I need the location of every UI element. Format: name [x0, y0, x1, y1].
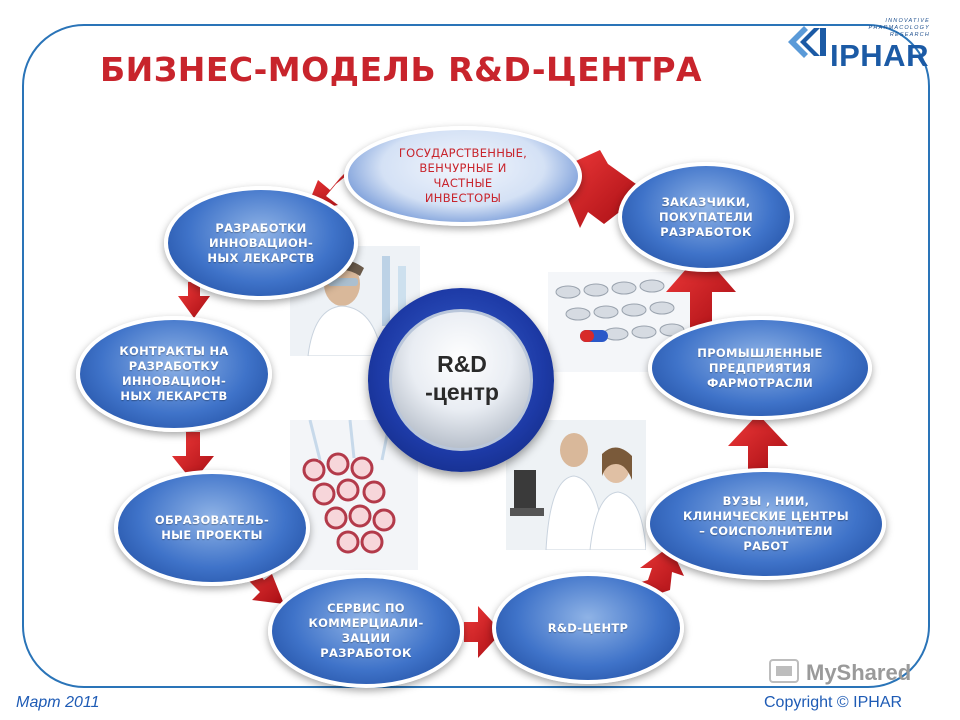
- hub-inner-disc: [389, 309, 533, 451]
- node-rd-center: R&D-ЦЕНТР: [492, 572, 684, 684]
- node-education-label: ОБРАЗОВАТЕЛЬ- НЫЕ ПРОЕКТЫ: [154, 513, 270, 542]
- iphar-logo-mark-icon: [788, 26, 826, 58]
- arrow-universities-to-pharma: [728, 414, 788, 470]
- node-pharma: ПРОМЫШЛЕННЫЕ ПРЕДПРИЯТИЯ ФАРМОТРАСЛИ: [648, 316, 872, 420]
- node-commercialization-label: СЕРВИС ПО КОММЕРЦИАЛИ- ЗАЦИИ РАЗРАБОТОК: [308, 601, 424, 660]
- node-education: ОБРАЗОВАТЕЛЬ- НЫЕ ПРОЕКТЫ: [114, 470, 310, 586]
- footer-date: Март 2011: [16, 694, 100, 711]
- logo-tagline: INNOVATIVE PHARMACOLOGY RESEARCH: [868, 18, 930, 38]
- node-commercialization: СЕРВИС ПО КОММЕРЦИАЛИ- ЗАЦИИ РАЗРАБОТОК: [268, 574, 464, 688]
- slide-title: БИЗНЕС-МОДЕЛЬ R&D-ЦЕНТРА: [100, 50, 703, 89]
- watermark-text: MyShared: [806, 660, 912, 685]
- node-universities: ВУЗЫ , НИИ, КЛИНИЧЕСКИЕ ЦЕНТРЫ – СОИСПОЛ…: [646, 468, 886, 580]
- arrow-contracts-to-education: [172, 432, 214, 482]
- node-rd-center-label: R&D-ЦЕНТР: [547, 620, 629, 635]
- hub-label: R&D -центр: [425, 351, 499, 405]
- node-contracts: КОНТРАКТЫ НА РАЗРАБОТКУ ИННОВАЦИОН- НЫХ …: [76, 316, 272, 432]
- node-customers: ЗАКАЗЧИКИ, ПОКУПАТЕЛИ РАЗРАБОТОК: [618, 162, 794, 272]
- arrow-development-to-contracts: [178, 282, 210, 318]
- node-investors: ГОСУДАРСТВЕННЫЕ, ВЕНЧУРНЫЕ И ЧАСТНЫЕ ИНВ…: [344, 126, 582, 226]
- node-customers-label: ЗАКАЗЧИКИ, ПОКУПАТЕЛИ РАЗРАБОТОК: [658, 194, 754, 239]
- arrow-pharma-to-customers: [666, 252, 736, 330]
- node-development-label: РАЗРАБОТКИ ИННОВАЦИОН- НЫХ ЛЕКАРСТВ: [207, 220, 315, 265]
- node-development: РАЗРАБОТКИ ИННОВАЦИОН- НЫХ ЛЕКАРСТВ: [164, 186, 358, 300]
- arrow-commercialization-to-rd-center: [464, 606, 502, 658]
- node-investors-label: ГОСУДАРСТВЕННЫЕ, ВЕНЧУРНЫЕ И ЧАСТНЫЕ ИНВ…: [398, 146, 528, 205]
- node-pharma-label: ПРОМЫШЛЕННЫЕ ПРЕДПРИЯТИЯ ФАРМОТРАСЛИ: [697, 345, 823, 390]
- node-universities-label: ВУЗЫ , НИИ, КЛИНИЧЕСКИЕ ЦЕНТРЫ – СОИСПОЛ…: [682, 494, 850, 553]
- logo-wordmark: IPHAR: [830, 38, 929, 73]
- watermark-logo-icon: [769, 659, 799, 683]
- node-contracts-label: КОНТРАКТЫ НА РАЗРАБОТКУ ИННОВАЦИОН- НЫХ …: [119, 344, 229, 403]
- footer-copyright: Copyright © IPHAR: [764, 694, 903, 711]
